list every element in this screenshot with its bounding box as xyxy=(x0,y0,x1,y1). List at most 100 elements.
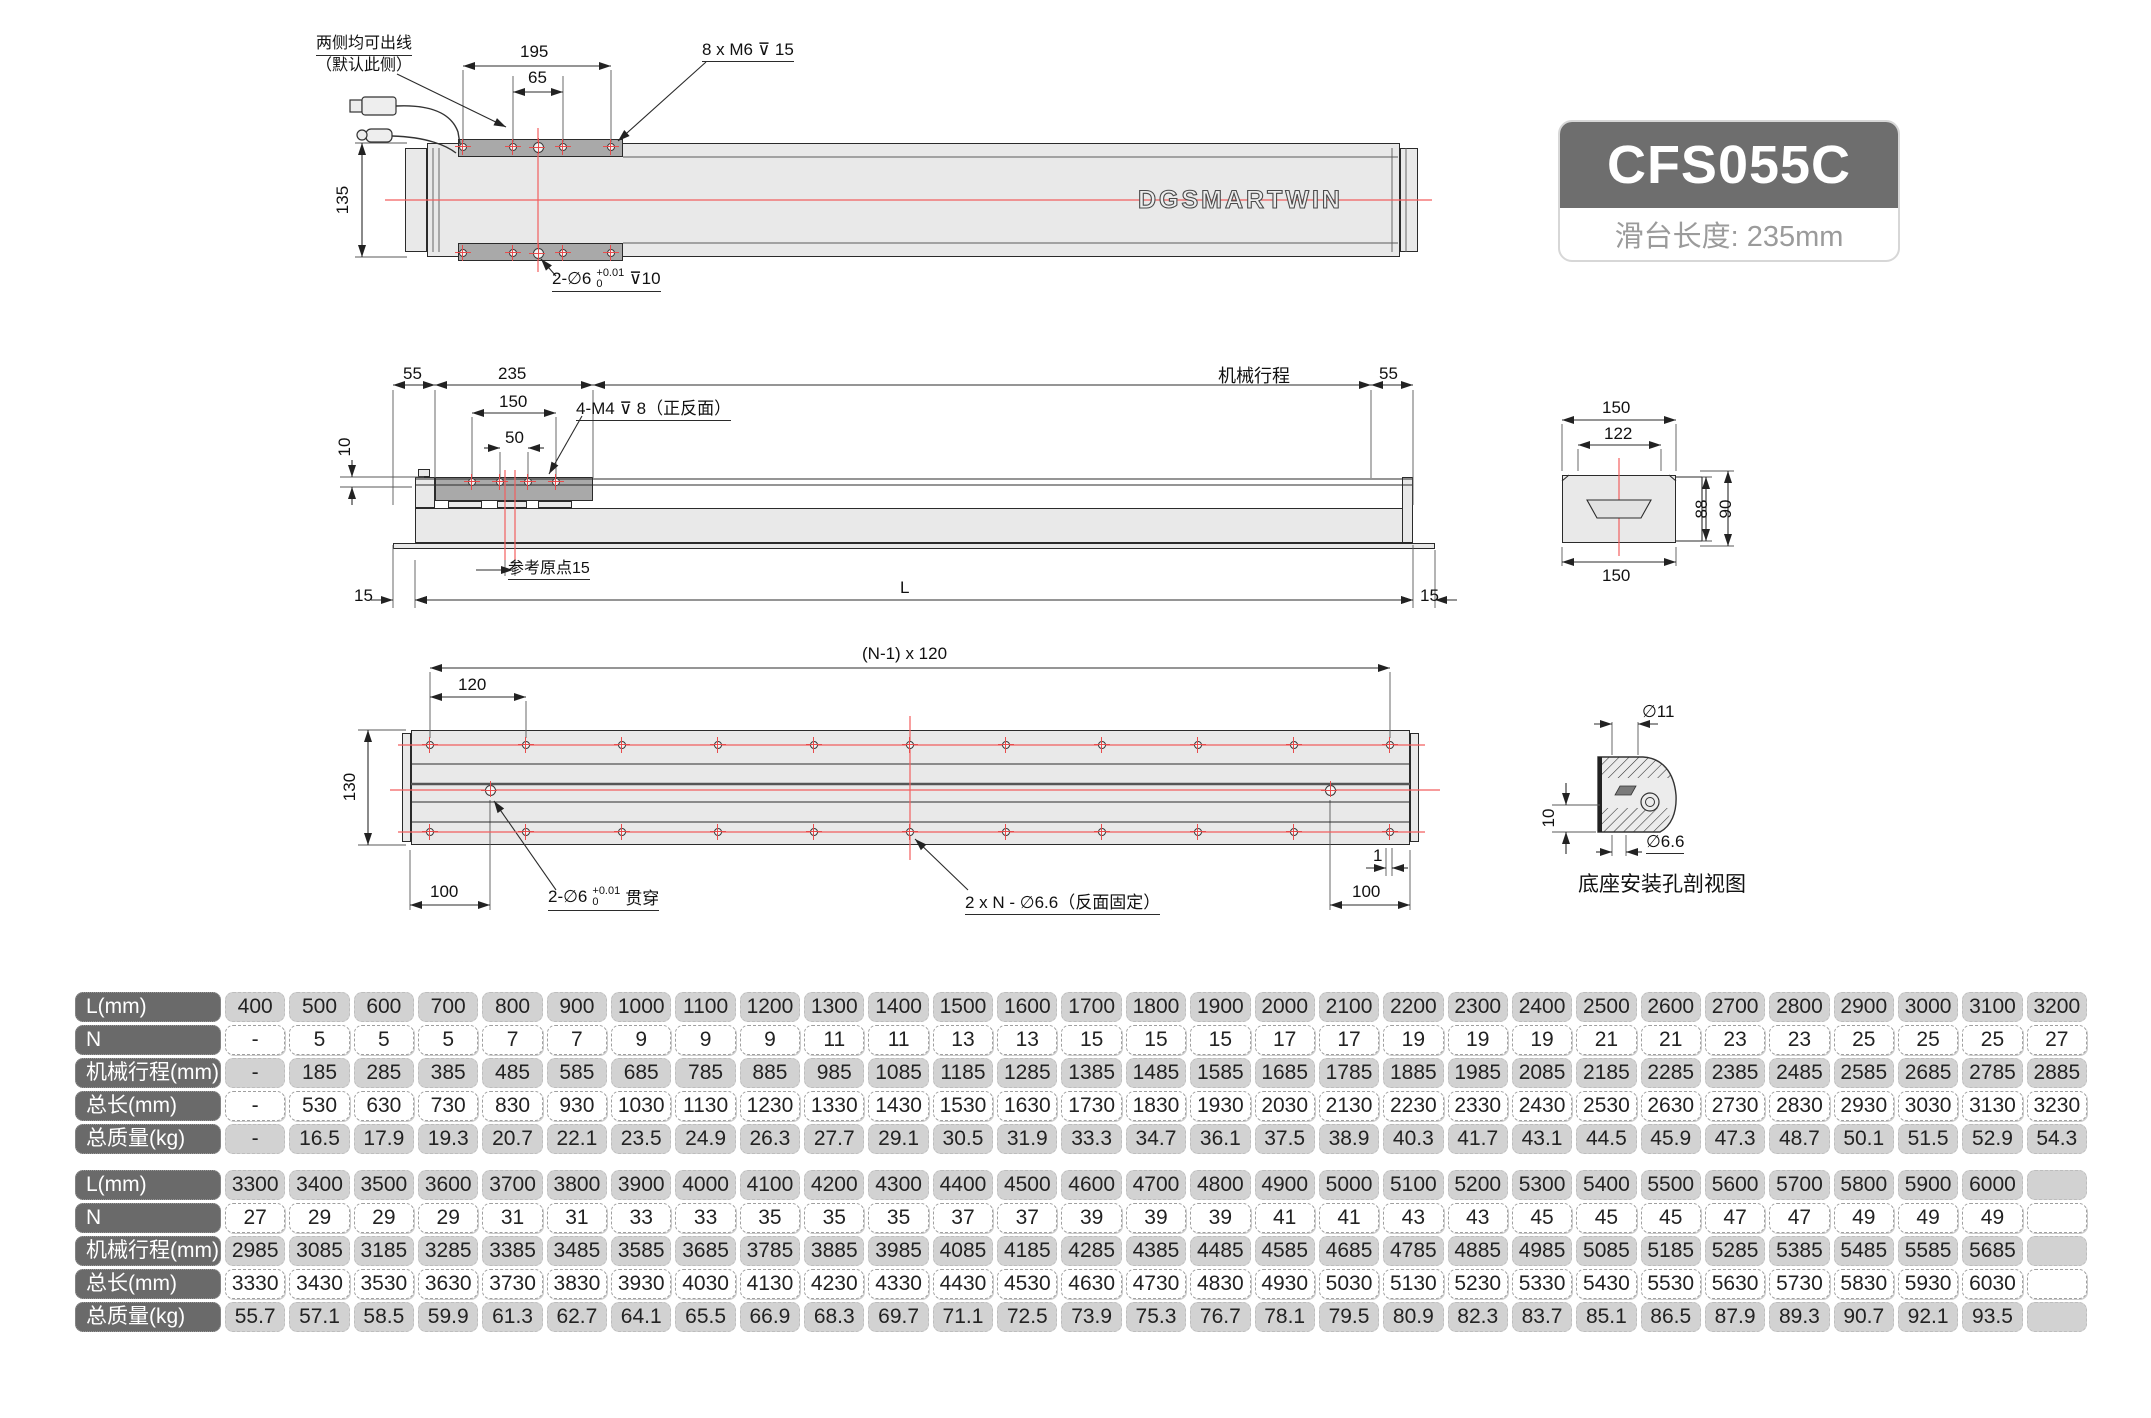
spec-cell: 2130 xyxy=(1318,1091,1380,1121)
spec-cell: 485 xyxy=(482,1058,543,1088)
spec-cell: 4230 xyxy=(804,1269,865,1299)
dim-label-65: 65 xyxy=(528,68,547,87)
spec-cell: 72.5 xyxy=(997,1302,1058,1332)
spec-cell: 4830 xyxy=(1190,1269,1251,1299)
row-header: L(mm) xyxy=(75,992,221,1022)
spec-cell: 27 xyxy=(2026,1025,2087,1055)
spec-cell: 1600 xyxy=(997,992,1058,1022)
spec-cell: 35 xyxy=(804,1203,865,1233)
spec-cell: 4885 xyxy=(1447,1236,1508,1266)
spec-cell: 5385 xyxy=(1769,1236,1830,1266)
dim-label-d66: ∅6.6 xyxy=(1646,832,1685,854)
dim-label-150-carriage: 150 xyxy=(499,392,528,411)
spec-cell: 5585 xyxy=(1897,1236,1959,1266)
spec-cell: 5830 xyxy=(1833,1269,1894,1299)
spec-cell: 3285 xyxy=(418,1236,479,1266)
spec-cell xyxy=(2026,1269,2087,1299)
thread-label-m4: 4-M4 ⊽ 8（正反面） xyxy=(576,394,732,421)
dim-label-120: 120 xyxy=(458,675,487,694)
spec-cell: 66.9 xyxy=(739,1302,801,1332)
spec-cell: 33.3 xyxy=(1061,1124,1122,1154)
spec-cell: 2385 xyxy=(1704,1058,1766,1088)
spec-cell: 69.7 xyxy=(868,1302,929,1332)
spec-cell: 19 xyxy=(1383,1025,1444,1055)
spec-cell: 2885 xyxy=(2026,1058,2087,1088)
spec-cell: 34.7 xyxy=(1125,1124,1187,1154)
row-header: 总长(mm) xyxy=(75,1091,221,1121)
spec-cell: 43.1 xyxy=(1511,1124,1573,1154)
spec-cell: 50.1 xyxy=(1833,1124,1894,1154)
spec-cell: 4030 xyxy=(675,1269,736,1299)
spec-cell: 62.7 xyxy=(546,1302,608,1332)
hole-marker xyxy=(1382,737,1398,753)
spec-cell: 71.1 xyxy=(932,1302,994,1332)
spec-cell: 31 xyxy=(482,1203,543,1233)
spec-cell: 1430 xyxy=(868,1091,929,1121)
spec-cell xyxy=(2026,1170,2087,1200)
spec-cell: 3830 xyxy=(546,1269,608,1299)
spec-cell: 5330 xyxy=(1511,1269,1573,1299)
spec-cell: 11 xyxy=(804,1025,865,1055)
spec-cell: 5530 xyxy=(1640,1269,1701,1299)
spec-cell: - xyxy=(225,1091,286,1121)
spec-cell: 48.7 xyxy=(1769,1124,1830,1154)
row-header: N xyxy=(75,1025,221,1055)
spec-cell: 25 xyxy=(1962,1025,2023,1055)
spec-cell: 9 xyxy=(739,1025,801,1055)
side-view-base xyxy=(415,508,1413,543)
spec-cell: 3485 xyxy=(546,1236,608,1266)
spec-cell: 41 xyxy=(1254,1203,1315,1233)
hole-marker xyxy=(1382,824,1398,840)
spec-cell: 2585 xyxy=(1833,1058,1894,1088)
spec-cell: 4600 xyxy=(1061,1170,1122,1200)
origin-label: 参考原点15 xyxy=(508,554,590,580)
model-badge: CFS055C 滑台长度: 235mm xyxy=(1558,120,1900,262)
hole-marker xyxy=(518,824,534,840)
spec-cell: 39 xyxy=(1125,1203,1187,1233)
spec-cell: 4185 xyxy=(997,1236,1058,1266)
spec-cell: 29.1 xyxy=(868,1124,929,1154)
spec-cell: 5500 xyxy=(1640,1170,1701,1200)
row-header: 总长(mm) xyxy=(75,1269,221,1299)
hole-marker xyxy=(528,137,545,154)
spec-cell: 6030 xyxy=(1962,1269,2023,1299)
spec-cell: 17.9 xyxy=(353,1124,415,1154)
spec-cell: 3800 xyxy=(546,1170,608,1200)
spec-cell: 1030 xyxy=(611,1091,672,1121)
hole-marker xyxy=(710,824,726,840)
spec-cell: 15 xyxy=(1125,1025,1187,1055)
hole-marker xyxy=(998,824,1014,840)
spec-cell: 3630 xyxy=(418,1269,479,1299)
spec-cell: 85.1 xyxy=(1576,1302,1637,1332)
spec-cell: 1730 xyxy=(1061,1091,1122,1121)
pin-prefix: 2-∅6 xyxy=(552,269,592,288)
spec-cell: 2300 xyxy=(1447,992,1508,1022)
spec-cell: 1300 xyxy=(804,992,865,1022)
spec-cell: 38.9 xyxy=(1318,1124,1380,1154)
spec-cell: 93.5 xyxy=(1962,1302,2023,1332)
spec-cell: 2500 xyxy=(1576,992,1637,1022)
pin-tol-lower: 0 xyxy=(596,278,603,290)
spec-cell: 5130 xyxy=(1383,1269,1444,1299)
spec-cell: 47 xyxy=(1704,1203,1766,1233)
spec-cell: 5300 xyxy=(1511,1170,1573,1200)
hole-marker xyxy=(464,474,480,490)
spec-cell: 26.3 xyxy=(739,1124,801,1154)
dim-label-15-left: 15 xyxy=(354,586,373,605)
side-view-right-cap xyxy=(1402,477,1413,543)
row-header: 总质量(kg) xyxy=(75,1302,221,1332)
top-view-left-endcap xyxy=(405,148,427,252)
hole-marker xyxy=(455,139,471,155)
spec-cell: 1285 xyxy=(997,1058,1058,1088)
spec-cell: 1100 xyxy=(675,992,736,1022)
spec-cell: 1085 xyxy=(868,1058,929,1088)
spec-cell: 2730 xyxy=(1704,1091,1766,1121)
spec-cell: 830 xyxy=(482,1091,543,1121)
spec-cell: 930 xyxy=(546,1091,608,1121)
spec-cell: 76.7 xyxy=(1190,1302,1251,1332)
spec-cell: 3330 xyxy=(225,1269,286,1299)
hole-marker xyxy=(528,243,545,260)
spec-cell: 3185 xyxy=(353,1236,415,1266)
